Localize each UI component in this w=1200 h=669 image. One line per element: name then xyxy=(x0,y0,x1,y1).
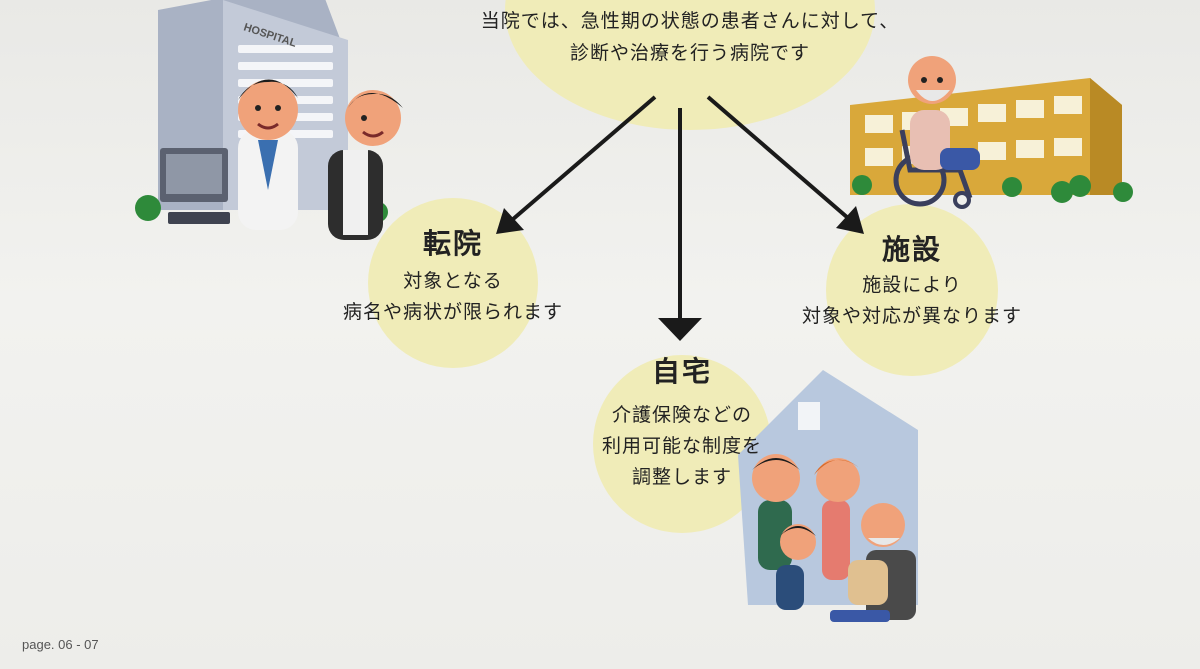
arrow-head-transfer xyxy=(496,208,524,234)
computer-monitor-icon xyxy=(160,148,230,224)
arrow-to-facility xyxy=(706,95,850,220)
home-description: 介護保険などの 利用可能な制度を 調整します xyxy=(532,400,832,493)
arrow-head-facility xyxy=(836,206,864,234)
intro-text: 当院では、急性期の状態の患者さんに対して、 診断や治療を行う病院です xyxy=(440,5,940,69)
page-number: page. 06 - 07 xyxy=(22,637,99,652)
arrow-to-transfer xyxy=(510,95,657,222)
facility-title: 施設 xyxy=(881,233,942,266)
transfer-line-2: 病名や病状が限られます xyxy=(342,301,563,323)
facility-description: 施設により 対象や対応が異なります xyxy=(772,270,1052,332)
facility-circle xyxy=(826,204,998,376)
facility-line-2: 対象や対応が異なります xyxy=(801,305,1022,327)
facility-illustration xyxy=(850,56,1133,209)
plant-icon xyxy=(852,175,1133,203)
facility-line-1: 施設により xyxy=(862,274,962,296)
hospital-illustration: HOSPITAL xyxy=(135,0,403,240)
arrow-head-home xyxy=(658,318,702,341)
intro-line-2: 診断や治療を行う病院です xyxy=(569,42,810,64)
transfer-line-1: 対象となる xyxy=(403,270,503,292)
doctor-icon xyxy=(238,79,298,230)
intro-line-1: 当院では、急性期の状態の患者さんに対して、 xyxy=(480,10,900,32)
home-line-2: 利用可能な制度を xyxy=(601,435,762,457)
transfer-title: 転院 xyxy=(422,227,483,260)
home-illustration xyxy=(738,370,918,622)
home-line-1: 介護保険などの xyxy=(611,404,752,426)
home-title: 自宅 xyxy=(651,355,712,388)
home-line-3: 調整します xyxy=(631,466,732,488)
transfer-description: 対象となる 病名や病状が限られます xyxy=(313,266,593,328)
elderly-person-icon xyxy=(908,56,980,170)
patient-icon xyxy=(328,90,403,240)
family-icon xyxy=(752,454,916,622)
